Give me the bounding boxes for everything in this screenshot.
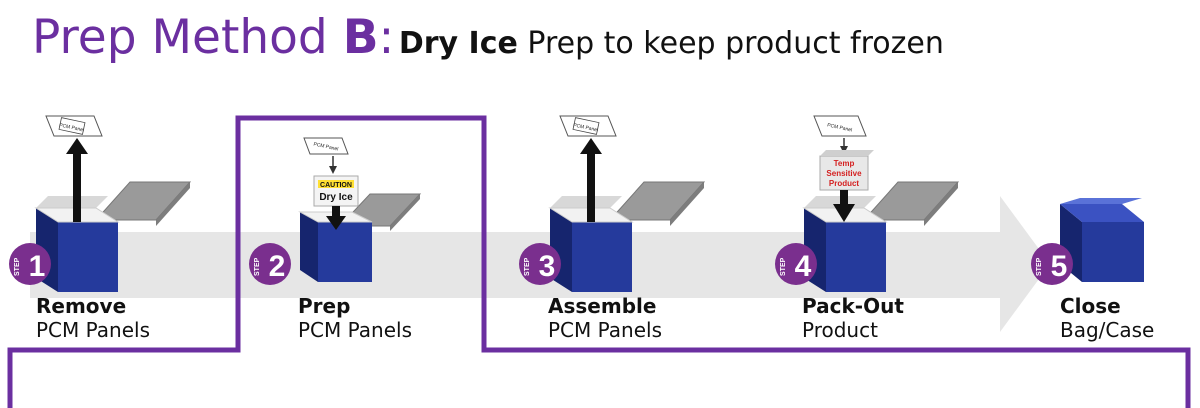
title-letter: B: [342, 10, 379, 65]
step-badge-1: STEP 1: [9, 243, 51, 285]
pcm-panel-card: [45, 115, 103, 137]
step-3-title: Assemble: [548, 294, 657, 318]
product-tag-line3: Product: [829, 179, 860, 188]
step-3-caption: Assemble PCM Panels: [548, 294, 662, 342]
closed-box-top: [1060, 198, 1142, 204]
step-4-subtitle: Product: [802, 318, 878, 342]
svg-text:STEP: STEP: [524, 257, 531, 276]
page-title: Prep Method B: Dry Ice Prep to keep prod…: [32, 14, 944, 61]
svg-text:1: 1: [29, 250, 46, 283]
step-4-graphic: PCM Panel Temp Sensitive Product: [802, 115, 960, 292]
svg-text:STEP: STEP: [1036, 257, 1043, 276]
step-badge-2: STEP 2: [249, 243, 291, 285]
step-2-graphic: PCM Panel CAUTION Dry Ice: [298, 137, 422, 282]
title-bold: Dry Ice: [398, 26, 518, 61]
title-rest: Prep to keep product frozen: [517, 26, 944, 61]
step-5-subtitle: Bag/Case: [1060, 318, 1155, 342]
dry-ice-label: Dry Ice: [319, 192, 353, 203]
step-1-title: Remove: [36, 294, 127, 318]
svg-text:STEP: STEP: [780, 257, 787, 276]
step-1-caption: Remove PCM Panels: [36, 294, 150, 342]
product-box: [819, 155, 869, 191]
box-front: [58, 222, 118, 292]
step-1-subtitle: PCM Panels: [36, 318, 151, 342]
step-4-title: Pack-Out: [802, 294, 904, 318]
step-5-title: Close: [1060, 294, 1121, 318]
step-2-subtitle: PCM Panels: [298, 318, 413, 342]
svg-text:5: 5: [1051, 250, 1068, 283]
step-4-caption: Pack-Out Product: [802, 294, 904, 342]
box-front: [1082, 222, 1144, 282]
step-1-graphic: PCM Panel: [34, 115, 192, 292]
title-prefix: Prep Method: [32, 10, 343, 65]
step-5-graphic: [1060, 198, 1144, 282]
step-badge-4: STEP 4: [775, 243, 817, 285]
svg-text:STEP: STEP: [254, 257, 261, 276]
svg-text:2: 2: [269, 250, 286, 283]
pcm-panel-card: [303, 137, 349, 155]
product-tag-line2: Sensitive: [826, 169, 862, 178]
pcm-panel-label: PCM Panel: [59, 122, 85, 133]
svg-text:STEP: STEP: [14, 257, 21, 276]
step-badge-3: STEP 3: [519, 243, 561, 285]
svg-text:PCM Panel: PCM Panel: [573, 122, 599, 133]
box-front: [826, 222, 886, 292]
svg-text:PCM Panel: PCM Panel: [313, 141, 339, 152]
product-tag-line1: Temp: [834, 159, 855, 168]
step-5-caption: Close Bag/Case: [1060, 294, 1154, 342]
box-side: [300, 212, 318, 282]
step-2-caption: Prep PCM Panels: [298, 294, 412, 342]
step-2-title: Prep: [298, 294, 351, 318]
box-front: [318, 222, 372, 282]
pcm-panel-card: [559, 115, 617, 137]
pcm-panel-card: [813, 115, 867, 137]
svg-text:4: 4: [795, 250, 812, 283]
box-front: [572, 222, 632, 292]
title-colon: :: [378, 10, 395, 65]
svg-text:3: 3: [539, 250, 556, 283]
caution-label: CAUTION: [320, 182, 352, 189]
step2-highlight-frame: [7, 115, 1191, 408]
step-3-subtitle: PCM Panels: [548, 318, 663, 342]
svg-text:PCM Panel: PCM Panel: [827, 122, 853, 133]
step-badge-5: STEP 5: [1031, 243, 1073, 285]
